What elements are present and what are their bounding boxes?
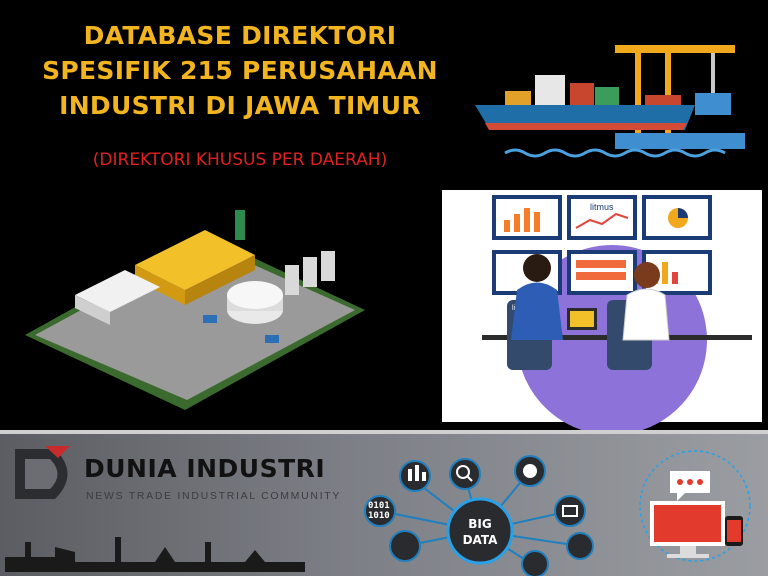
search-icon [456,465,470,479]
page-subtitle: (DIREKTORI KHUSUS PER DAERAH) [92,150,388,170]
screen-brand-text: litmus [590,202,614,212]
factory-illustration [25,210,365,410]
hero-section: DATABASE DIREKTORI SPESIFIK 215 PERUSAHA… [20,18,762,435]
dunia-industri-logo-icon [15,446,70,499]
brand-name: DUNIA INDUSTRI [84,454,326,483]
flowchart-icon [562,505,578,517]
title-line: DATABASE DIREKTORI [83,21,397,50]
analytics-device-illustration [639,450,751,562]
title-line: SPESIFIK 215 PERUSAHAAN [42,56,438,85]
monitor-wall [492,195,712,295]
big-data-label-line2: DATA [463,533,499,547]
cargo-port-illustration [475,45,745,158]
big-data-label-line1: BIG [468,517,491,531]
brand-tagline: NEWS TRADE INDUSTRIAL COMMUNITY [86,490,342,502]
svg-text:1010: 1010 [368,511,390,521]
page-title: DATABASE DIREKTORI SPESIFIK 215 PERUSAHA… [20,18,460,123]
brand-banner: DUNIA INDUSTRI NEWS TRADE INDUSTRIAL COM… [0,434,768,576]
title-line: INDUSTRI DI JAWA TIMUR [59,91,421,120]
chat-bubble-icon [670,471,710,501]
data-analysts-illustration: litmus litmus [442,190,762,435]
section-divider [0,430,768,434]
bar-chart-icon [408,469,412,481]
pie-chart-icon [523,464,537,478]
industrial-skyline-icon [5,537,305,572]
binary-icon-text: 0101 [368,501,390,511]
big-data-diagram: BIG DATA 0101 1010 [364,455,594,576]
